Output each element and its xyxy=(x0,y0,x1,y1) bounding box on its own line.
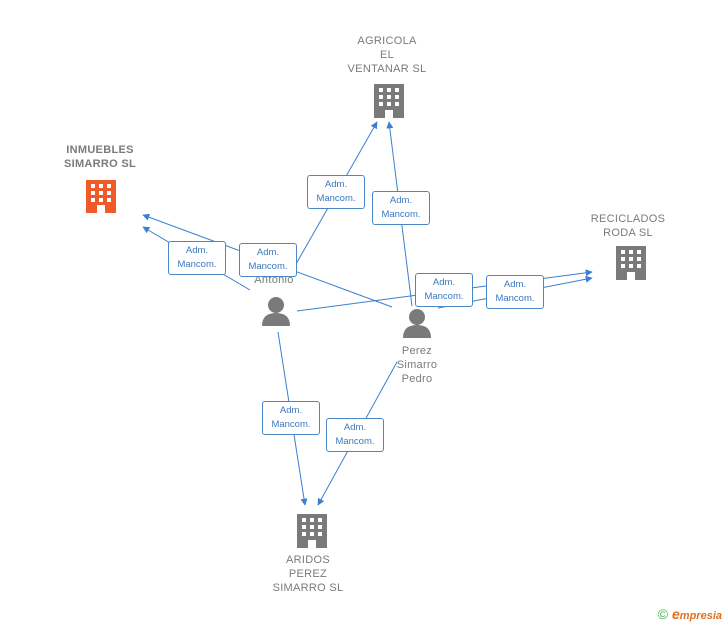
edge-label-pedro-inmuebles[interactable]: Adm. Mancom. xyxy=(239,243,297,277)
edge-label-antonio-reciclados[interactable]: Adm. Mancom. xyxy=(415,273,473,307)
node-label-agricola[interactable]: AGRICOLA EL VENTANAR SL xyxy=(347,35,427,75)
building-icon-agricola[interactable] xyxy=(374,84,404,118)
edge-label-antonio-inmuebles[interactable]: Adm. Mancom. xyxy=(168,241,226,275)
building-icon-inmuebles[interactable] xyxy=(86,180,116,213)
person-icon-pedro[interactable] xyxy=(403,309,431,338)
node-label-pedro[interactable]: Perez Simarro Pedro xyxy=(396,345,438,385)
node-label-reciclados[interactable]: RECICLADOS RODA SL xyxy=(590,213,666,239)
node-label-antonio[interactable]: Antonio xyxy=(254,274,294,286)
edge-label-pedro-reciclados[interactable]: Adm. Mancom. xyxy=(486,275,544,309)
copyright-icon: © xyxy=(657,606,668,622)
node-label-aridos[interactable]: ARIDOS PEREZ SIMARRO SL xyxy=(272,554,344,594)
building-icon-aridos[interactable] xyxy=(297,514,327,548)
edge-label-pedro-aridos[interactable]: Adm. Mancom. xyxy=(326,418,384,452)
edge-label-antonio-agricola[interactable]: Adm. Mancom. xyxy=(307,175,365,209)
node-label-inmuebles[interactable]: INMUEBLES SIMARRO SL xyxy=(63,144,137,170)
brand-logo: empresia xyxy=(672,606,722,622)
edge-label-antonio-aridos[interactable]: Adm. Mancom. xyxy=(262,401,320,435)
building-icon-reciclados[interactable] xyxy=(616,246,646,280)
person-icon-antonio[interactable] xyxy=(262,297,290,326)
edge-label-pedro-agricola[interactable]: Adm. Mancom. xyxy=(372,191,430,225)
empresia-watermark: ©empresia xyxy=(658,606,722,622)
